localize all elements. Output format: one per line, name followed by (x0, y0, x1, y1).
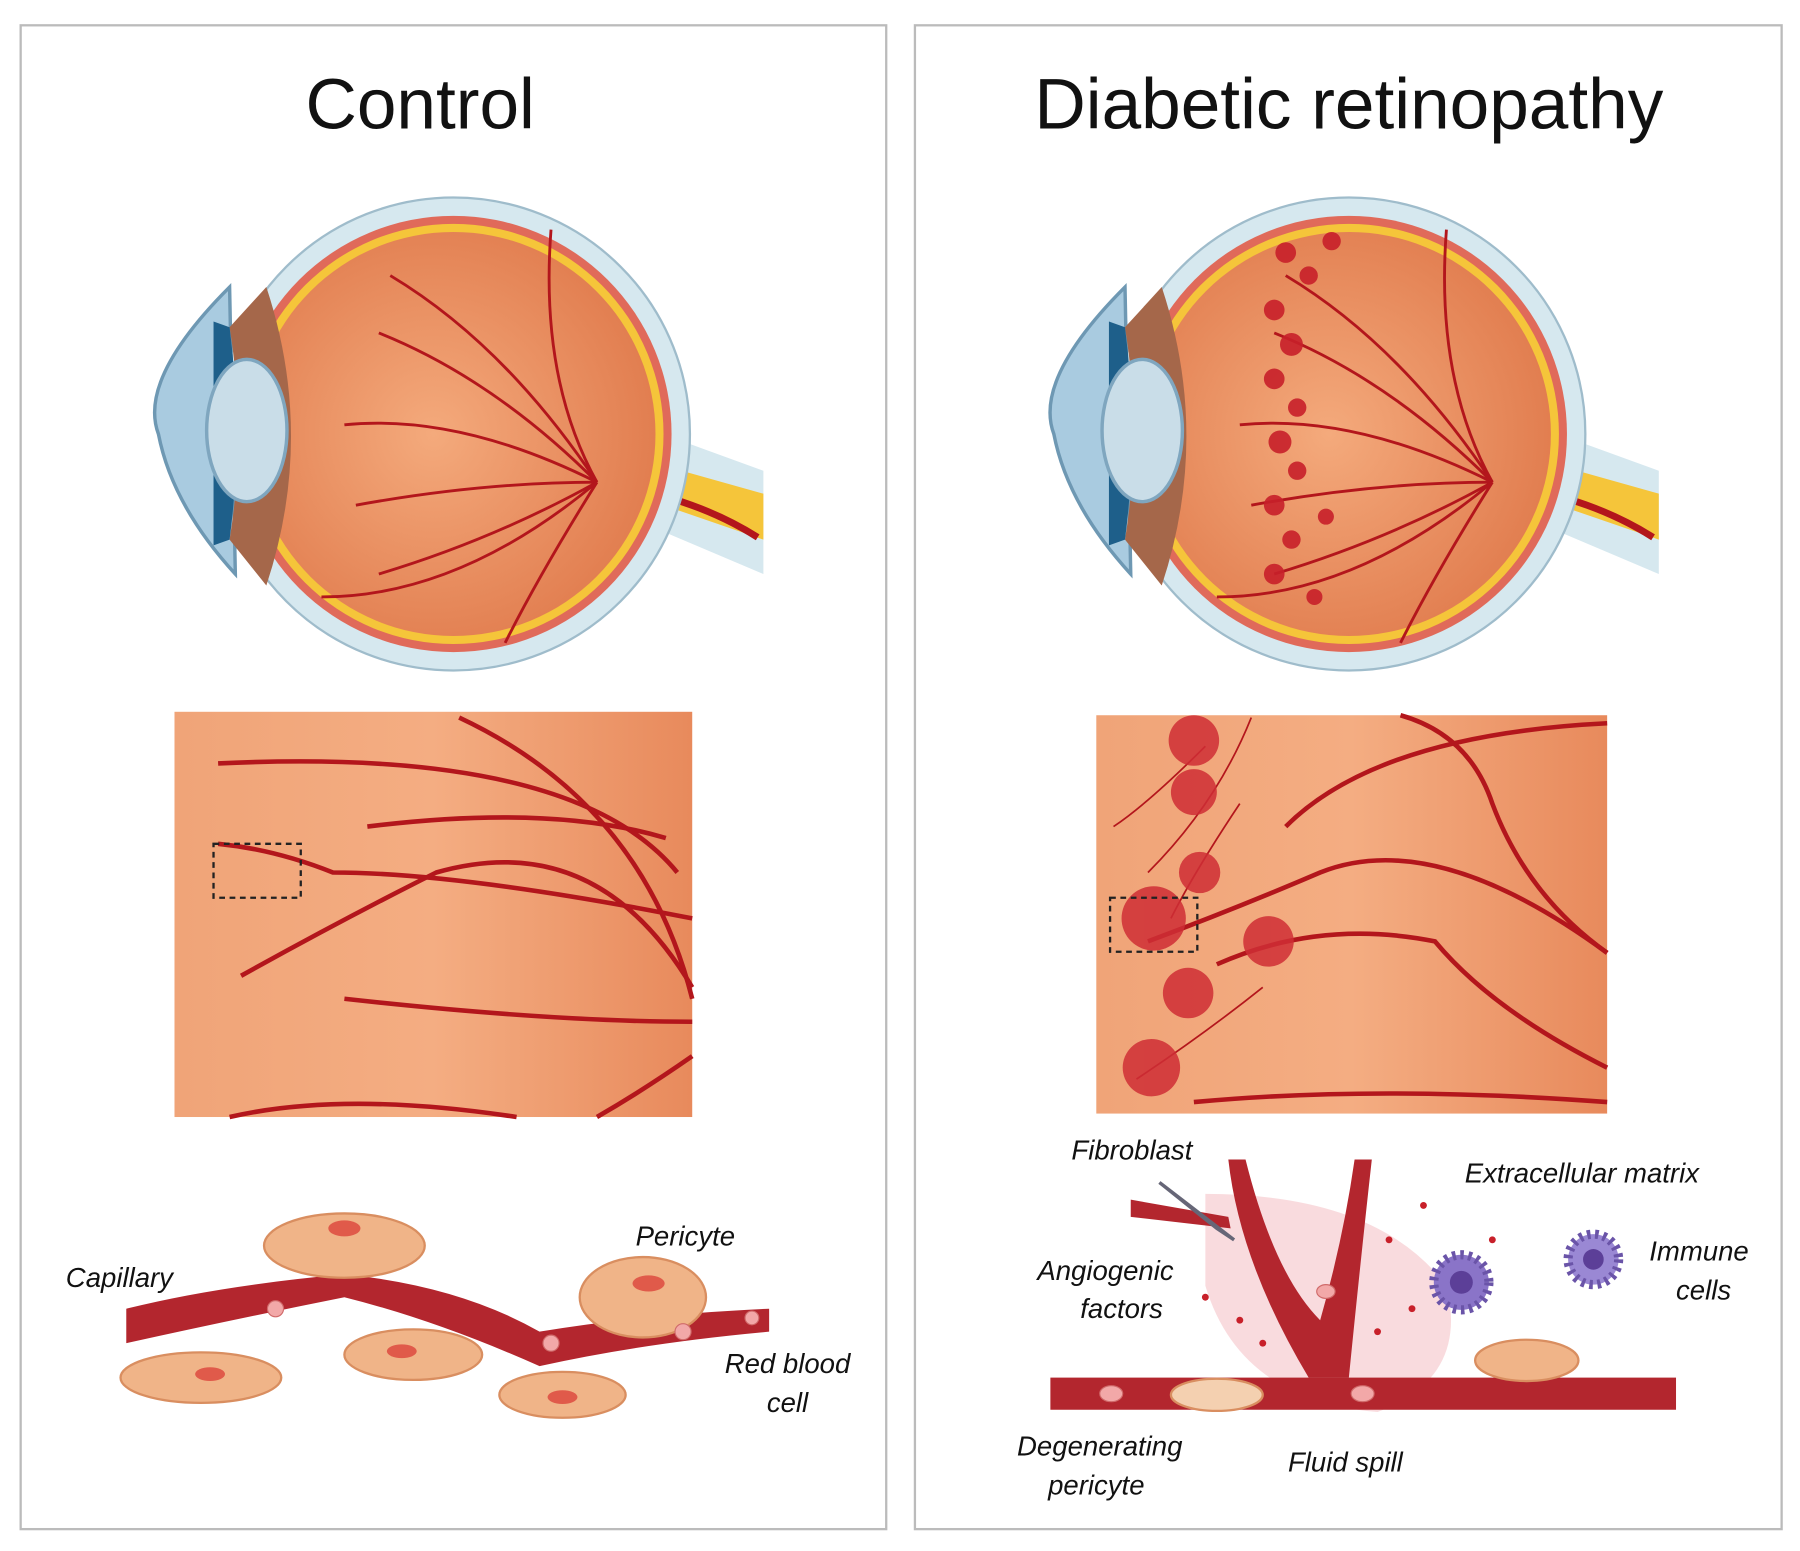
label-immune-cells-2: cells (1676, 1275, 1731, 1306)
label-capillary: Capillary (66, 1262, 175, 1293)
immune-cell (1429, 1250, 1494, 1315)
control-title: Control (305, 66, 534, 145)
label-fibroblast: Fibroblast (1071, 1134, 1193, 1165)
label-angiogenic-factors: Angiogenic (1035, 1255, 1174, 1286)
diabetic-panel: Diabetic retinopathy (913, 24, 1783, 1531)
diabetic-fundus-illustration (1096, 713, 1609, 1114)
label-degenerating-pericyte-2: pericyte (1047, 1470, 1144, 1501)
diabetic-eye-illustration (1050, 198, 1659, 671)
label-angiogenic-factors-2: factors (1080, 1293, 1163, 1324)
label-fluid-spill: Fluid spill (1288, 1447, 1404, 1478)
zoom-region-marker (1108, 896, 1199, 953)
fibroblast-cell (1158, 1181, 1236, 1242)
control-panel: Control (19, 24, 888, 1531)
label-degenerating-pericyte: Degenerating (1017, 1431, 1183, 1462)
diabetic-capillary-illustration (1050, 1159, 1677, 1413)
label-pericyte: Pericyte (636, 1221, 736, 1252)
label-immune-cells: Immune (1649, 1236, 1749, 1267)
zoom-region-marker (212, 842, 302, 899)
label-red-blood-cell-2: cell (767, 1387, 809, 1418)
label-extracellular-matrix: Extracellular matrix (1465, 1157, 1700, 1188)
healthy-capillary-illustration (119, 1212, 770, 1419)
immune-cell (1563, 1229, 1624, 1290)
healthy-fundus-illustration (174, 711, 695, 1120)
diabetic-title: Diabetic retinopathy (1034, 66, 1663, 145)
label-red-blood-cell: Red blood (725, 1348, 852, 1379)
